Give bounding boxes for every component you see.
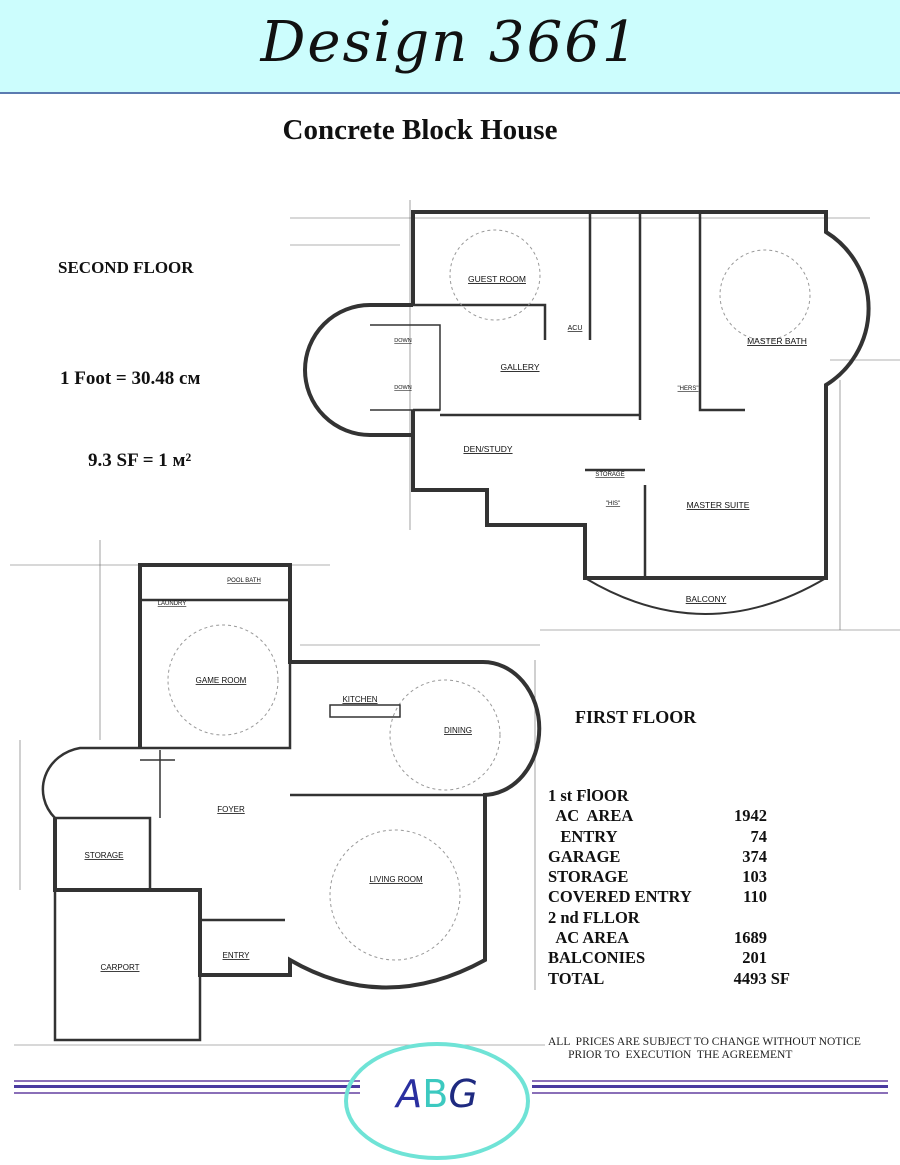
room-carport: CARPORT [101, 963, 140, 972]
area-value: 201 [742, 948, 767, 968]
room-living-room: LIVING ROOM [369, 875, 423, 884]
second-floor-walls [303, 210, 871, 615]
room-master-bath: MASTER BATH [747, 336, 807, 346]
area-value: 103 [742, 867, 767, 887]
area-row: STORAGE 103 [548, 867, 808, 887]
area-label: 2 nd FLLOR [548, 907, 640, 927]
first-floor-walls [41, 563, 542, 1042]
area-row: COVERED ENTRY 110 [548, 887, 808, 907]
stair-down-2: DOWN [394, 385, 411, 391]
design-title: Design 3661 [260, 10, 640, 75]
room-laundry: LAUNDRY [158, 601, 187, 607]
area-label: TOTAL [548, 968, 605, 988]
area-label: STORAGE [548, 867, 629, 887]
area-row: BALCONIES 201 [548, 948, 808, 968]
room-den-study: DEN/STUDY [463, 444, 512, 454]
scale-length-label: 1 Foot = 30.48 см [60, 368, 201, 389]
logo-letter-a: A [396, 1072, 423, 1116]
header-band: Design 3661 [0, 0, 900, 94]
room-master-suite: MASTER SUITE [687, 500, 750, 510]
room-acu: ACU [568, 325, 583, 332]
second-floor-label: SECOND FLOOR [58, 258, 194, 277]
area-label: BALCONIES [548, 948, 646, 968]
area-row: AC AREA 1942 [548, 806, 808, 826]
room-balcony: BALCONY [686, 594, 727, 604]
area-row: GARAGE 374 [548, 847, 808, 867]
area-row: 2 nd FLLOR [548, 908, 808, 928]
room-game-room: GAME ROOM [196, 676, 247, 685]
room-storage-2f: STORAGE [595, 472, 624, 478]
disclaimer-line-1: ALL PRICES ARE SUBJECT TO CHANGE WITHOUT… [548, 1036, 861, 1048]
area-row: ENTRY 74 [548, 827, 808, 847]
area-label: GARAGE [548, 846, 621, 866]
area-label: AC AREA [548, 806, 634, 826]
area-value: 110 [743, 887, 767, 907]
area-label: ENTRY [548, 826, 618, 846]
area-label: 1 st FlOOR [548, 786, 629, 805]
first-floor-label: FIRST FLOOR [575, 707, 697, 727]
logo-letter-b: B [422, 1072, 449, 1116]
logo-text: ABG [348, 1072, 526, 1116]
room-guest-room: GUEST ROOM [468, 274, 526, 284]
logo-letter-g: G [448, 1072, 478, 1116]
room-entry: ENTRY [223, 951, 251, 960]
area-value: 374 [742, 846, 767, 866]
area-label: COVERED ENTRY [548, 887, 692, 907]
area-value: 74 [750, 826, 768, 846]
area-label: AC AREA [548, 928, 630, 948]
area-value: 4493 SF [733, 968, 790, 988]
ceiling-circles [167, 229, 811, 961]
room-foyer: FOYER [217, 805, 245, 814]
area-row: 1 st FlOOR [548, 786, 808, 806]
room-dining: DINING [444, 726, 472, 735]
room-hers-closet: "HERS" [678, 386, 699, 392]
area-row: AC AREA 1689 [548, 928, 808, 948]
page-subtitle: Concrete Block House [282, 114, 558, 146]
area-table: 1 st FlOOR AC AREA 1942 ENTRY 74 GARAGE 374… [548, 786, 808, 989]
price-disclaimer: ALL PRICES ARE SUBJECT TO CHANGE WITHOUT… [548, 1036, 861, 1062]
scale-area-label: 9.3 SF = 1 м² [88, 450, 192, 471]
abg-logo: ABG [344, 1042, 530, 1160]
stair-down-1: DOWN [394, 338, 411, 344]
footer-rule-left [14, 1080, 360, 1094]
room-his-closet: "HIS" [606, 501, 620, 507]
area-value: 1689 [734, 928, 767, 948]
room-gallery: GALLERY [500, 362, 539, 372]
footer-rule-right [532, 1080, 888, 1094]
room-pool-bath: POOL BATH [227, 578, 261, 584]
area-row-total: TOTAL 4493 SF [548, 969, 808, 989]
area-value: 1942 [734, 806, 767, 826]
room-storage-1f: STORAGE [85, 851, 124, 860]
room-kitchen: KITCHEN [342, 695, 377, 704]
disclaimer-line-2: PRIOR TO EXECUTION THE AGREEMENT [548, 1049, 793, 1061]
